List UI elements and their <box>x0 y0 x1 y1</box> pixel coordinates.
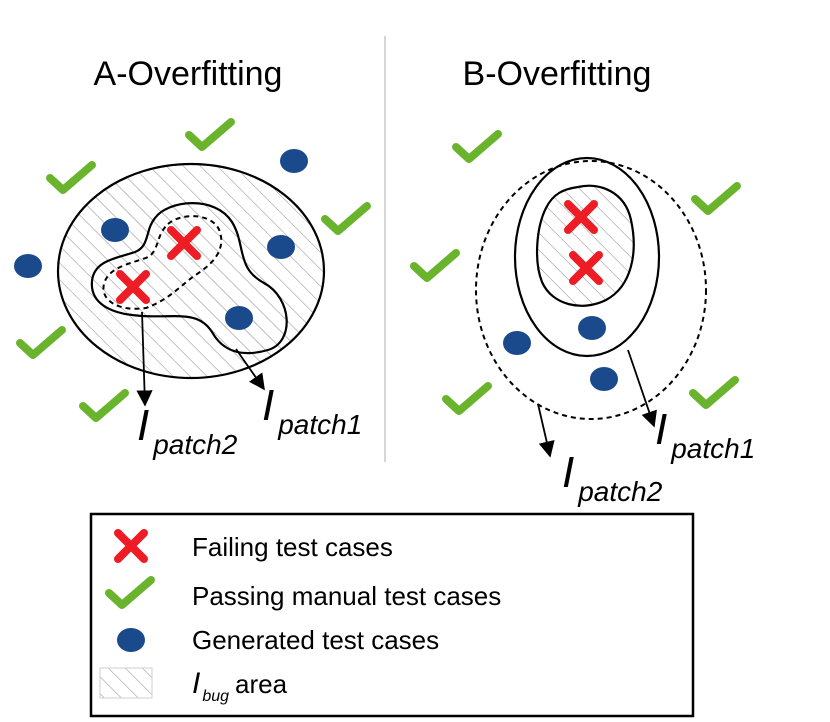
ipatch1-region-b <box>513 156 661 358</box>
ipatch2-region-a <box>102 215 223 310</box>
panel-b-title: B-Overfitting <box>463 55 652 93</box>
hatch-legend-icon <box>99 667 153 699</box>
patch1-arrow-a <box>235 348 265 391</box>
ipatch2-region-b <box>475 160 707 420</box>
generated-test-marker <box>267 235 295 259</box>
legend-box <box>89 512 695 718</box>
generated-test-marker <box>14 254 42 278</box>
legend: Failing test cases Passing manual test c… <box>89 512 695 718</box>
generated-test-marker <box>590 367 618 391</box>
generated-test-marker <box>503 331 531 355</box>
generated-test-marker <box>101 218 129 242</box>
passing-test-marker <box>456 134 498 159</box>
patch1-arrow-b <box>627 349 657 428</box>
passing-test-marker <box>20 330 62 355</box>
legend-passing-label: Passing manual test cases <box>192 581 501 611</box>
generated-test-marker <box>225 306 253 330</box>
generated-test-marker <box>578 316 606 340</box>
ibug-area-b <box>535 184 635 307</box>
passing-test-marker <box>414 253 456 278</box>
generated-test-marker <box>280 149 308 173</box>
patch2-arrow-a <box>136 311 153 407</box>
legend-generated-label: Generated test cases <box>192 625 439 655</box>
generated-legend-icon <box>117 628 145 652</box>
ibug-area-a <box>56 162 326 380</box>
passing-test-marker <box>50 165 92 190</box>
panel-a-title: A-Overfitting <box>94 55 283 93</box>
ipatch1-region-a <box>90 202 288 355</box>
legend-failing-label: Failing test cases <box>192 532 393 562</box>
passing-test-marker <box>446 386 488 411</box>
passing-test-marker <box>325 206 367 231</box>
passing-test-marker <box>693 380 735 405</box>
passing-test-marker <box>83 393 125 418</box>
passing-test-marker <box>695 186 737 211</box>
patch2-arrow-b <box>537 403 555 458</box>
passing-test-marker <box>189 122 231 147</box>
